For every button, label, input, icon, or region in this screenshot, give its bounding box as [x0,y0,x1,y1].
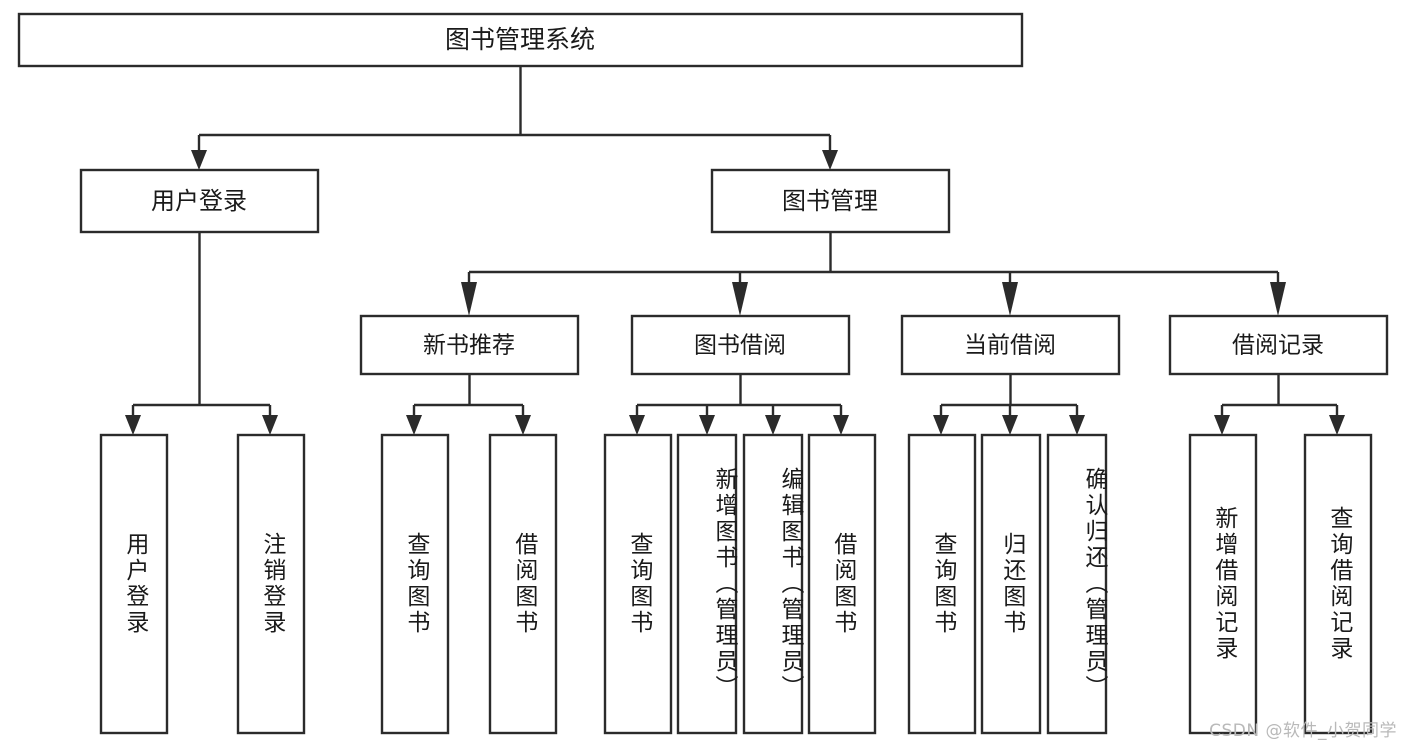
node-leaf-add-borrow-record[interactable] [1188,433,1258,735]
node-book-borrow-label: 图书借阅 [694,333,786,359]
node-book-borrow[interactable] [630,314,851,376]
node-user-login[interactable] [79,168,320,234]
node-leaf-query-borrow-record[interactable] [1303,433,1373,735]
node-book-manage-label: 图书管理 [782,187,878,215]
node-user-login-label: 用户登录 [151,187,247,215]
node-leaf-user-logout[interactable] [236,433,306,735]
connector-new-book-recommend-to-leaves [406,374,531,435]
connector-root-to-level2 [191,66,838,170]
node-book-manage[interactable] [710,168,951,234]
node-leaf-borrow-book-1[interactable] [488,433,558,735]
connector-current-borrow-to-leaves [933,374,1085,435]
node-borrow-record[interactable] [1168,314,1389,376]
node-leaf-user-login[interactable] [99,433,169,735]
watermark-text: CSDN @软件_小贺同学 [1209,721,1397,741]
node-current-borrow[interactable] [900,314,1121,376]
node-new-book-recommend[interactable] [359,314,580,376]
node-borrow-record-label: 借阅记录 [1232,333,1324,359]
node-leaf-query-book-2[interactable] [603,433,673,735]
node-leaf-confirm-return[interactable] [1046,433,1108,735]
node-leaf-query-book-3[interactable] [907,433,977,735]
node-new-book-recommend-label: 新书推荐 [423,333,515,359]
connector-book-manage-to-level3 [461,232,1286,316]
connector-book-borrow-to-leaves [629,374,849,435]
node-leaf-return-book[interactable] [980,433,1042,735]
node-leaf-query-book-1[interactable] [380,433,450,735]
node-root-label: 图书管理系统 [445,25,595,54]
node-leaf-add-book[interactable] [676,433,738,735]
connector-user-login-to-leaves [125,232,278,435]
node-leaf-borrow-book-2[interactable] [807,433,877,735]
node-leaf-edit-book[interactable] [742,433,804,735]
node-current-borrow-label: 当前借阅 [964,333,1056,359]
connector-borrow-record-to-leaves [1214,374,1345,435]
node-root[interactable] [17,12,1024,68]
